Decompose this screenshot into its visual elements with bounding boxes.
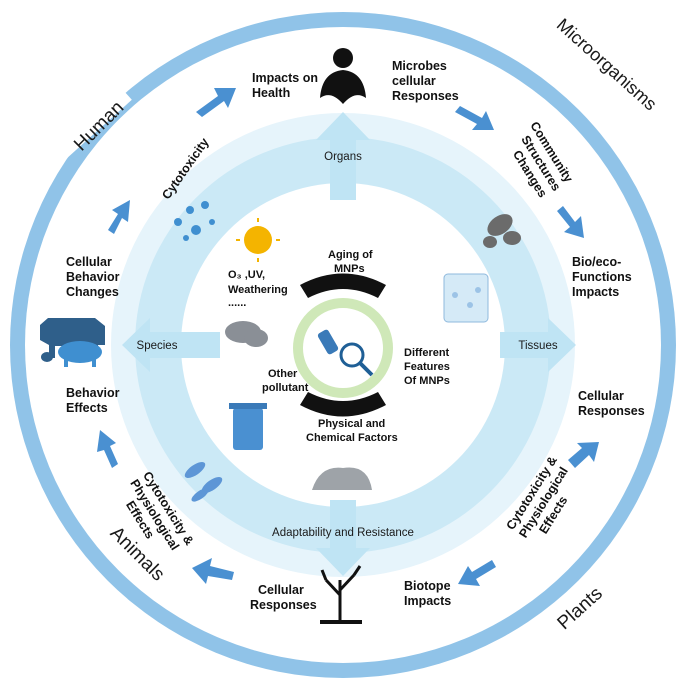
virus-cluster-icon [174, 201, 215, 241]
arrow-responses-cyto [568, 442, 599, 468]
arrow-cyto-behavior [97, 430, 118, 468]
pathway-adaptability: Adaptability and Resistance [272, 527, 414, 539]
tree-icon [320, 565, 362, 624]
center-weathering: O₃ ,UV,Weathering...... [228, 269, 288, 309]
arrow-behavior-cellular [108, 200, 130, 234]
pathway-arrows [122, 112, 576, 576]
pathway-tissues: Tissues [518, 340, 557, 352]
human-silhouette-icon [320, 48, 366, 104]
cycle-arrows [97, 88, 599, 586]
storm-cloud-icon [225, 321, 268, 347]
arrow-organs [316, 112, 370, 200]
pathway-organs: Organs [324, 151, 362, 163]
center-arrows [300, 273, 386, 417]
cow-icon [40, 318, 105, 358]
arrow-cellular-animals [192, 558, 234, 584]
arrow-adaptability [316, 500, 370, 576]
beaker-icon [443, 273, 489, 323]
pig-icon [58, 341, 102, 367]
arrow-cyto-biotope [458, 560, 496, 586]
pathway-species: Species [137, 340, 178, 352]
arrow-microbes-community [455, 106, 494, 130]
quadrant-microorganisms: Microorganisms [553, 15, 661, 115]
pollution-smoke-icon [312, 467, 372, 490]
sun-icon [236, 218, 280, 262]
arrow-species [122, 318, 220, 372]
microbe-icon [483, 214, 521, 248]
magnifier-icon [339, 342, 374, 377]
arrow-cytotoxicity-health [196, 88, 236, 117]
bacteria-icon [184, 461, 223, 502]
chicken-icon [41, 348, 55, 362]
arrow-tissues [500, 318, 576, 372]
trash-bin-icon [229, 403, 267, 450]
arrow-community-bioeco [557, 206, 584, 238]
human-label-bg [38, 70, 132, 160]
plastic-bottle-icon [317, 329, 339, 355]
